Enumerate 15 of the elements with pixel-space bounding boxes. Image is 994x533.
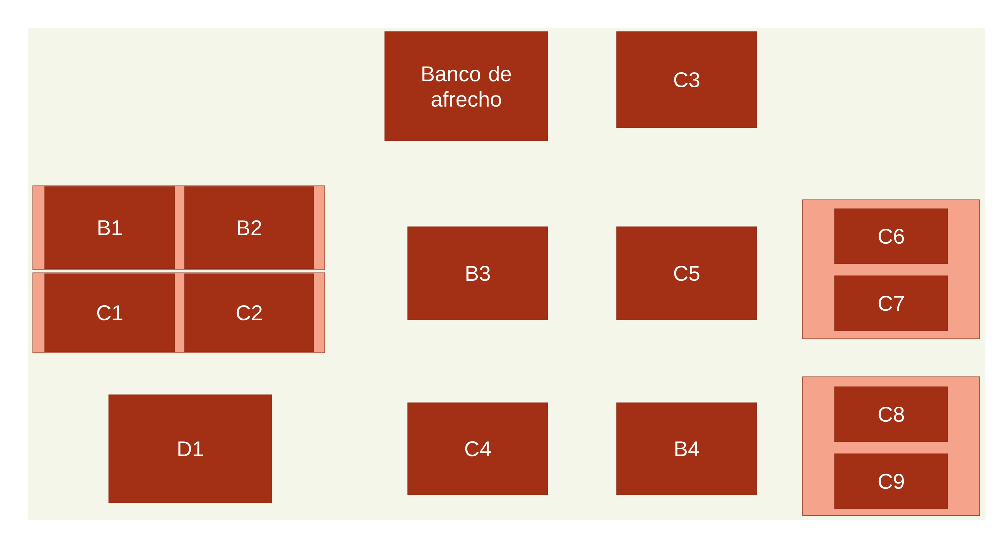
room-box: C2 [184, 274, 314, 352]
room-box: B3 [408, 226, 548, 320]
room-box: C6 [834, 208, 948, 264]
room-box: C7 [834, 276, 948, 332]
room-box: C3 [616, 32, 758, 128]
room-box: C5 [616, 226, 758, 320]
room-box: C4 [408, 402, 548, 496]
room-box: B1 [44, 186, 176, 270]
room-box: B2 [184, 186, 314, 270]
room-box: C8 [834, 386, 948, 442]
room-box: C9 [834, 454, 948, 510]
room-box: B4 [616, 402, 758, 496]
room-box: Banco de afrecho [384, 32, 548, 142]
room-box: D1 [108, 394, 272, 504]
room-box: C1 [44, 274, 176, 352]
